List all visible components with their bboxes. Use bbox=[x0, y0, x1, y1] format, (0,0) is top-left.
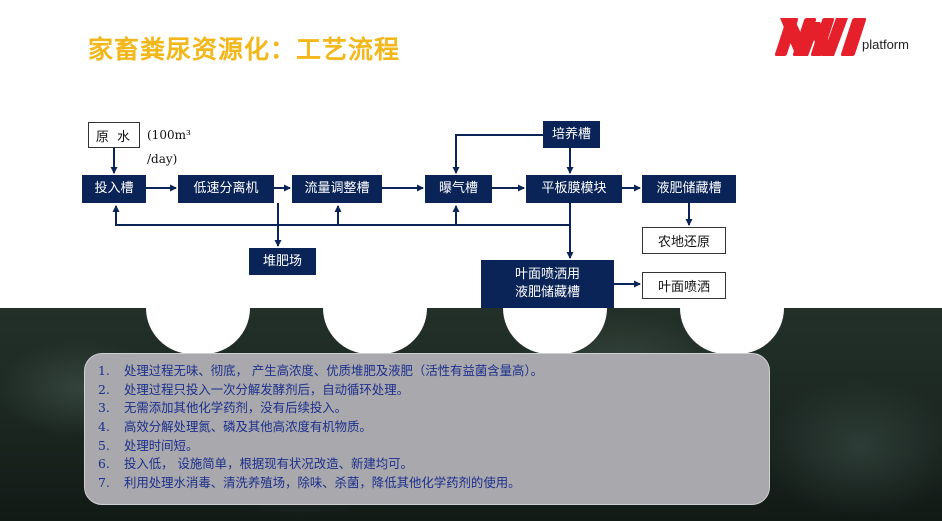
wi-logo-icon bbox=[774, 18, 867, 56]
raw-water-box: 原 水 bbox=[88, 122, 140, 148]
liquid-fertilizer-tank-box: 液肥储藏槽 bbox=[642, 175, 736, 203]
advantages-list: 1.处理过程无味、彻底， 产生高浓度、优质堆肥及液肥（活性有益菌含量高）。 2.… bbox=[98, 362, 543, 493]
foliar-fertilizer-tank-box: 叶面喷洒用 液肥储藏槽 bbox=[481, 260, 614, 308]
list-item: 1.处理过程无味、彻底， 产生高浓度、优质堆肥及液肥（活性有益菌含量高）。 bbox=[98, 363, 544, 378]
aeration-tank-box: 曝气槽 bbox=[425, 175, 492, 203]
logo-text: platform bbox=[862, 37, 909, 52]
farmland-return-box: 农地还原 bbox=[642, 227, 726, 254]
page-title: 家畜粪尿资源化：工艺流程 bbox=[88, 35, 401, 64]
list-item: 3.无需添加其他化学药剂，没有后续投入。 bbox=[98, 400, 348, 416]
list-item: 5.处理时间短。 bbox=[98, 437, 199, 453]
list-item: 7.利用处理水消毒、清洗养殖场，除味、杀菌，降低其他化学药剂的使用。 bbox=[98, 475, 521, 491]
list-item: 4.高效分解处理氮、磷及其他高浓度有机物质。 bbox=[98, 419, 372, 435]
feed-tank-box: 投入槽 bbox=[82, 175, 146, 203]
flow-rate-note: (100m³ bbox=[147, 128, 191, 142]
advantages-panel bbox=[84, 353, 770, 505]
flow-adjust-tank-box: 流量调整槽 bbox=[292, 175, 382, 203]
culture-tank-box: 培养槽 bbox=[543, 121, 600, 148]
foliar-tank-label-line1: 叶面喷洒用 bbox=[514, 267, 580, 283]
low-speed-separator-box: 低速分离机 bbox=[178, 175, 274, 203]
foliar-spray-box: 叶面喷洒 bbox=[642, 272, 726, 299]
list-item: 2.处理过程只投入一次分解发酵剂后，自动循环处理。 bbox=[98, 381, 409, 397]
flat-membrane-module-box: 平板膜模块 bbox=[526, 175, 622, 203]
compost-yard-box: 堆肥场 bbox=[249, 248, 316, 275]
foliar-tank-label-line2: 液肥储藏槽 bbox=[514, 285, 580, 300]
list-item: 6.投入低， 设施简单，根据现有状况改造、新建均可。 bbox=[98, 456, 413, 472]
flow-rate-note-unit: /day) bbox=[147, 152, 178, 166]
